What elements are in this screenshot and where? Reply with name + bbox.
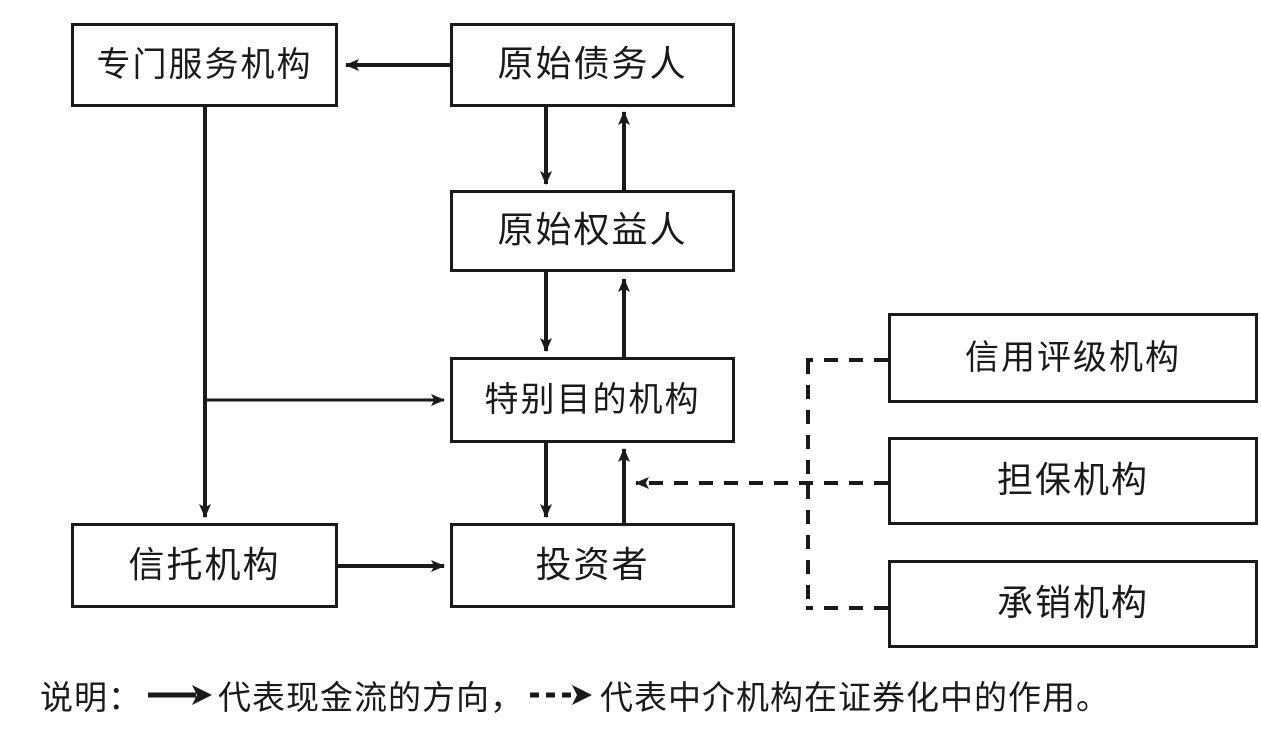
node-label: 信托机构 bbox=[128, 544, 281, 586]
node-trust-institution[interactable]: 信托机构 bbox=[71, 523, 338, 608]
legend-dashed-meaning: 代表中介机构在证券化中的作用。 bbox=[600, 678, 1110, 717]
legend: 说明： 代表现金流的方向， 代表中介机构在证券化中的作用。 bbox=[40, 665, 1240, 725]
node-label: 原始债务人 bbox=[497, 44, 688, 85]
node-label: 特别目的机构 bbox=[484, 380, 701, 420]
node-investor[interactable]: 投资者 bbox=[450, 523, 735, 608]
node-special-servicer[interactable]: 专门服务机构 bbox=[71, 23, 338, 107]
dashed-arrow-icon bbox=[530, 682, 594, 708]
solid-arrow-icon bbox=[148, 682, 212, 708]
node-credit-rating[interactable]: 信用评级机构 bbox=[888, 313, 1258, 403]
node-label: 投资者 bbox=[535, 544, 650, 586]
legend-solid-meaning: 代表现金流的方向， bbox=[218, 678, 524, 717]
node-label: 承销机构 bbox=[996, 583, 1149, 624]
node-label: 担保机构 bbox=[996, 460, 1149, 501]
node-spv[interactable]: 特别目的机构 bbox=[450, 357, 735, 443]
legend-prefix: 说明： bbox=[40, 678, 142, 717]
node-guarantee-agency[interactable]: 担保机构 bbox=[888, 437, 1258, 525]
node-label: 专门服务机构 bbox=[96, 45, 313, 85]
node-label: 信用评级机构 bbox=[965, 338, 1181, 378]
node-label: 原始权益人 bbox=[497, 210, 688, 251]
node-original-debtor[interactable]: 原始债务人 bbox=[450, 23, 735, 107]
node-originator[interactable]: 原始权益人 bbox=[450, 190, 735, 272]
node-underwriter[interactable]: 承销机构 bbox=[888, 560, 1258, 648]
edge-servicer-bus bbox=[199, 107, 445, 518]
